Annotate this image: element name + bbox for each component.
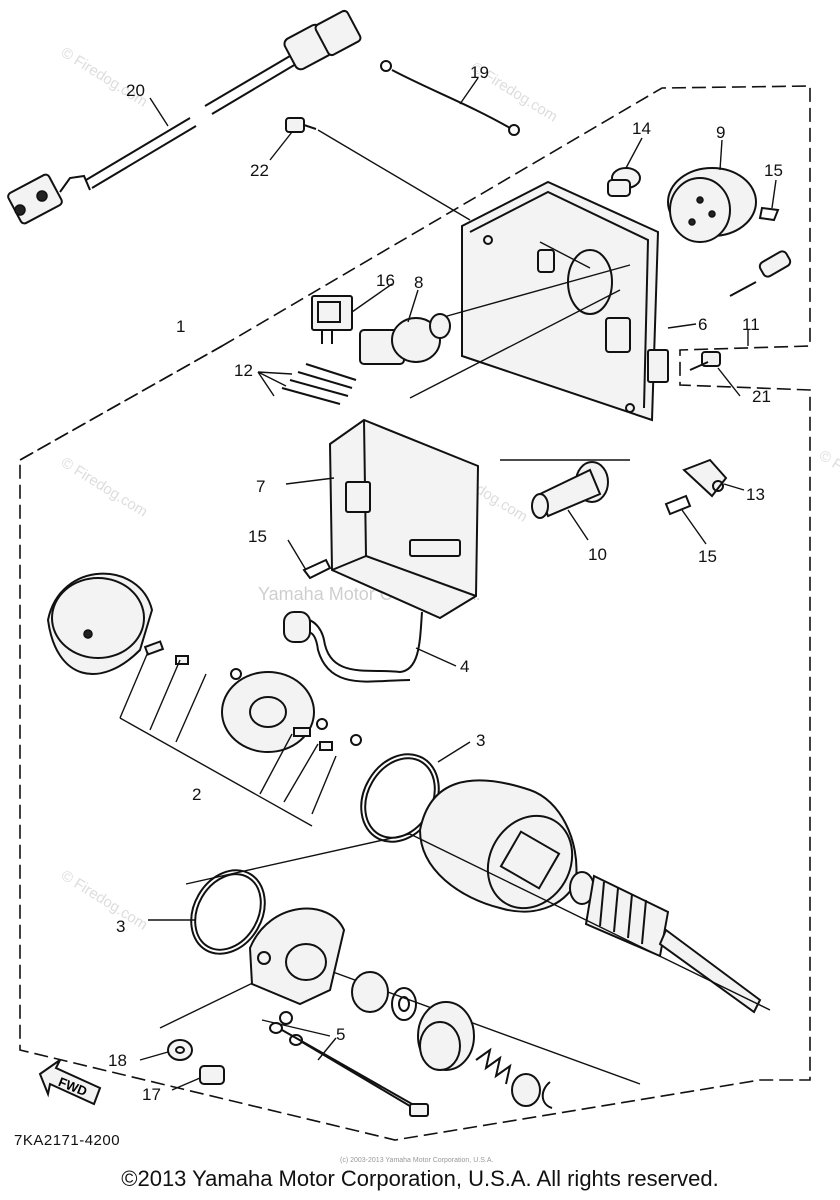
leader-line (261, 1019, 331, 1037)
screw-15 (758, 206, 780, 222)
diagram-part-number: 7KA2171-4200 (14, 1132, 121, 1149)
firedog-watermark: © Firedog.com (816, 447, 840, 514)
callout-15: 15 (248, 527, 267, 546)
leader-line (119, 717, 313, 827)
callout-3: 3 (116, 917, 125, 936)
callout-16: 16 (376, 271, 395, 290)
callout-11: 11 (742, 315, 760, 334)
callout-3: 3 (476, 731, 485, 750)
o-ring (194, 873, 262, 951)
source-note: (c) 2003-2013 Yamaha Motor Corporation, … (340, 1157, 494, 1164)
firedog-watermark: © Firedog.com (58, 867, 151, 934)
callout-9: 9 (716, 123, 725, 142)
cable-lead (7, 9, 362, 225)
leader-line (439, 264, 631, 319)
switch-9 (667, 167, 757, 243)
cap-14 (607, 167, 641, 197)
callout-17: 17 (142, 1085, 161, 1104)
stop-collar (511, 1073, 553, 1109)
clip-13 (682, 458, 728, 498)
callout-21: 21 (752, 387, 771, 406)
fwd-arrow-icon (38, 1059, 102, 1106)
bolt-17 (199, 1065, 225, 1085)
assembly-boundary (19, 345, 223, 461)
callout-13: 13 (746, 485, 765, 504)
wire-pins-12 (281, 363, 357, 405)
control-unit-7 (328, 418, 480, 620)
callout-7: 7 (256, 477, 265, 496)
o-ring (190, 869, 266, 955)
callout-1: 1 (176, 317, 185, 336)
front-bracket (248, 907, 346, 1025)
bolt-22 (285, 117, 471, 221)
callout-4: 4 (460, 657, 469, 676)
solenoid-8 (359, 313, 451, 365)
callout-10: 10 (588, 545, 607, 564)
harness-4 (283, 611, 423, 683)
bolt-21 (689, 351, 721, 371)
leader-line (409, 289, 621, 399)
callout-14: 14 (632, 119, 651, 138)
copyright-notice: ©2013 Yamaha Motor Corporation, U.S.A. A… (121, 1166, 719, 1191)
pin-11 (729, 250, 792, 297)
callout-19: 19 (470, 63, 489, 82)
callout-5: 5 (336, 1025, 345, 1044)
firedog-watermark: © Firedog.com (58, 454, 151, 521)
mounting-plate (461, 180, 669, 422)
callout-6: 6 (698, 315, 707, 334)
leader-line (119, 651, 337, 815)
assembly-boundary (19, 85, 811, 1141)
callout-15: 15 (698, 547, 717, 566)
callout-leaders (139, 77, 777, 1091)
spring (475, 1047, 512, 1085)
ground-wire (380, 60, 520, 136)
callout-22: 22 (250, 161, 269, 180)
callout-15: 15 (764, 161, 783, 180)
brush-plate (143, 640, 362, 753)
shaft-10 (531, 461, 609, 519)
firedog-watermark: © Firedog.com (58, 44, 151, 111)
leader-line (159, 959, 641, 1085)
callout-8: 8 (414, 273, 423, 292)
washer-18 (167, 1039, 193, 1061)
callout-18: 18 (108, 1051, 127, 1070)
pinion-gear (417, 1001, 475, 1071)
callout-12: 12 (234, 361, 253, 380)
drive-collar (351, 971, 417, 1021)
callout-2: 2 (192, 785, 201, 804)
screw-15 (302, 558, 332, 580)
leader-line (539, 241, 591, 269)
yoke (418, 779, 578, 913)
rear-cover (46, 572, 154, 675)
relay-16 (311, 295, 353, 344)
screw-15 (664, 494, 692, 516)
leader-line (185, 833, 771, 1011)
through-bolts-5 (269, 1022, 429, 1117)
callout-20: 20 (126, 81, 145, 100)
